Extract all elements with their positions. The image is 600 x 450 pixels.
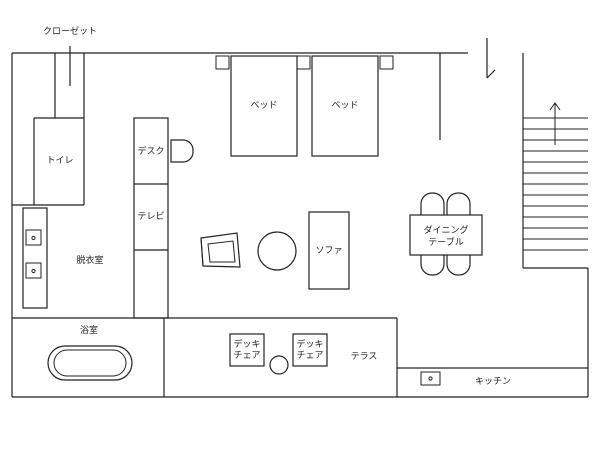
desk-chair bbox=[170, 139, 194, 163]
terrace-side-table bbox=[269, 355, 289, 375]
desk-tv-counter bbox=[133, 117, 169, 319]
closet-label: クローゼット bbox=[43, 25, 97, 37]
bathroom-label: 浴室 bbox=[80, 324, 98, 336]
vanity bbox=[22, 207, 48, 309]
dining-table bbox=[409, 214, 483, 256]
sofa-label: ソファ bbox=[315, 246, 342, 256]
dressing-room-label: 脱衣室 bbox=[76, 254, 103, 266]
desk-label: デスク bbox=[137, 145, 164, 157]
kitchen-sink bbox=[420, 371, 441, 386]
bed-right bbox=[311, 55, 394, 157]
kitchen-label: キッチン bbox=[475, 376, 511, 387]
terrace-label: テラス bbox=[351, 351, 378, 362]
stair-direction-arrow-icon bbox=[549, 102, 561, 145]
toilet-label: トイレ bbox=[46, 156, 73, 166]
dining-table-label-line2: テーブル bbox=[428, 236, 463, 248]
bed-left bbox=[215, 55, 311, 157]
bathtub bbox=[47, 345, 133, 381]
staircase bbox=[522, 53, 588, 269]
outer-walls bbox=[11, 52, 589, 398]
round-table bbox=[257, 231, 297, 271]
deck-chair-right-label-line2: チェア bbox=[296, 350, 323, 361]
deck-chair-right bbox=[292, 333, 328, 367]
bed-right-label: ベッド bbox=[331, 101, 358, 111]
bed-left-label: ベッド bbox=[250, 101, 277, 111]
tv-label: テレビ bbox=[137, 211, 164, 222]
sofa bbox=[308, 211, 350, 290]
armchair bbox=[200, 232, 241, 268]
closet-area bbox=[54, 46, 85, 205]
deck-chair-left bbox=[229, 333, 265, 367]
deck-chair-left-label-line2: チェア bbox=[233, 350, 260, 361]
deck-chair-left-label-line1: デッキ bbox=[233, 338, 260, 350]
toilet-room bbox=[12, 117, 84, 206]
dining-table-label-line1: ダイニング bbox=[423, 224, 468, 236]
deck-chair-right-label-line1: デッキ bbox=[296, 338, 323, 350]
